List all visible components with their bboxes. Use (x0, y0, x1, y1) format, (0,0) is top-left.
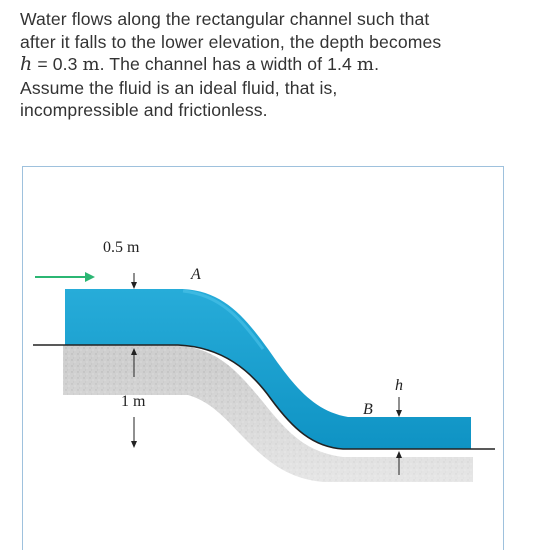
line-end: . (374, 54, 380, 74)
width-unit: m (356, 54, 375, 75)
lower-depth-label: h (395, 377, 403, 394)
problem-line-4: Assume the fluid is an ideal fluid, that… (20, 77, 338, 98)
channel-diagram: 0.5 m A 1 m B h (33, 239, 495, 497)
lower-depth-arrow-top (396, 410, 402, 417)
point-a-label: A (190, 266, 201, 283)
upper-depth-label: 0.5 m (103, 239, 140, 256)
point-b-label: B (363, 401, 373, 418)
water-flow (65, 289, 471, 449)
problem-line-1: Water flows along the rectangular channe… (20, 9, 430, 29)
problem-line-2: after it falls to the lower elevation, t… (20, 31, 442, 52)
channel-outline (33, 344, 495, 450)
upper-depth-arrow (131, 282, 137, 289)
drop-height-label: 1 m (121, 393, 146, 410)
problem-line-5: incompressible and frictionless. (20, 100, 268, 120)
width-text: . The channel has a width of 1.4 (99, 54, 357, 74)
drop-height-arrow-top (131, 348, 137, 355)
depth-variable: h (20, 53, 33, 75)
problem-line-3: h = 0.3 m. The channel has a width of 1.… (20, 53, 530, 77)
water-highlight (182, 289, 265, 350)
problem-statement: Water flows along the rectangular channe… (20, 8, 530, 122)
channel-figure: 0.5 m A 1 m B h (22, 166, 504, 550)
lower-depth-arrow-bottom (396, 451, 402, 458)
drop-height-arrow-bottom (131, 441, 137, 448)
depth-unit: m (82, 54, 100, 75)
depth-value: = 0.3 (32, 54, 83, 74)
flow-arrow-head (85, 272, 95, 282)
